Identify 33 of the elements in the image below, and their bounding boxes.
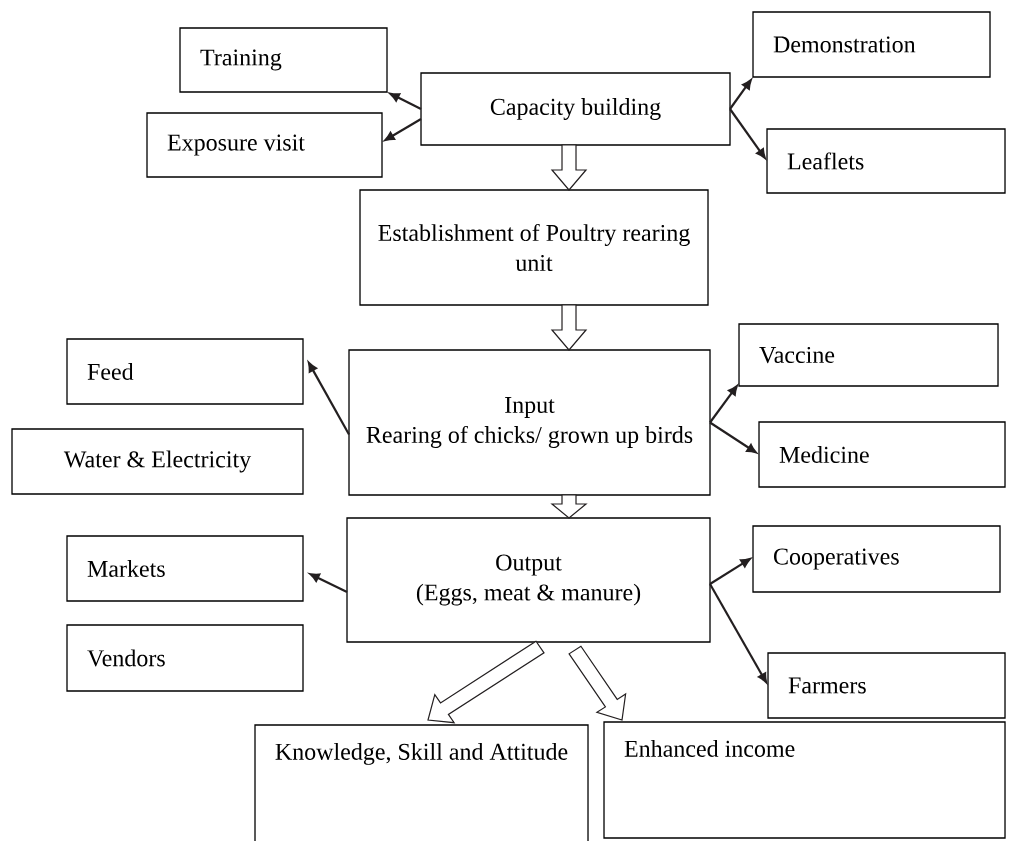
block-arrow [427,640,545,724]
block-arrow [550,304,588,351]
block-arrow [550,144,588,191]
arrow [709,583,768,684]
block-arrow [568,645,627,721]
process-box: Demonstration [752,11,991,78]
process-box: Cooperatives [752,525,1001,593]
process-box: Training [179,27,388,93]
process-box: Vaccine [738,323,999,387]
arrow [384,118,422,142]
process-box: Water & Electricity [11,428,304,495]
arrow [729,79,752,110]
process-box: Capacity building [420,72,731,146]
process-box: Medicine [758,421,1006,488]
arrow [307,361,350,436]
process-box: Establishment of Poultry rearing unit [359,189,709,306]
process-box: Markets [66,535,304,602]
process-box: Farmers [767,652,1006,719]
process-box: Vendors [66,624,304,692]
process-box: Input Rearing of chicks/ grown up birds [348,349,711,496]
block-arrow [550,494,588,519]
process-box: Knowledge, Skill and Attitude [254,724,589,841]
process-box: Enhanced income [603,721,1006,839]
arrow [709,558,751,585]
process-box: Feed [66,338,304,405]
arrow [729,108,766,159]
process-box: Leaflets [766,128,1006,194]
process-box: Output (Eggs, meat & manure) [346,517,711,643]
arrow [389,92,422,110]
arrow [309,573,348,593]
arrow [709,385,738,424]
arrow [709,421,757,454]
process-box: Exposure visit [146,112,383,178]
